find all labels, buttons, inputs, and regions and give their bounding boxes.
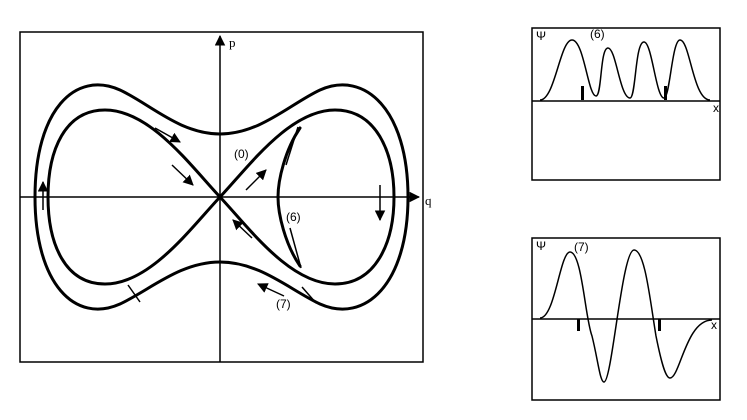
arrow-center-out (245, 169, 267, 191)
wave-top-state-label: (6) (590, 27, 605, 41)
wave-top-turning-point-2 (664, 86, 667, 100)
arrow-top (154, 127, 181, 143)
cross-stroke-2 (289, 227, 302, 269)
wave-bottom-turning-point-1 (577, 319, 580, 331)
cross-stroke-4 (301, 286, 317, 304)
cross-stroke-3 (127, 284, 141, 303)
arrow-bottom (257, 283, 285, 297)
wave-top-curve (539, 39, 711, 101)
label-orbit-0: (0) (234, 147, 249, 161)
separatrix-right (218, 108, 396, 286)
wavefunction-bottom-panel: Ψ x (7) (531, 237, 721, 401)
p-axis-label: p (229, 35, 236, 50)
cross-stroke-1 (285, 126, 299, 166)
phase-space-panel: p q (0) (6) (7) (19, 31, 432, 363)
wave-top-psi-label: Ψ (536, 29, 546, 43)
outer-orbit (33, 83, 410, 311)
separatrix-left (46, 108, 222, 286)
wave-top-frame (531, 27, 721, 181)
label-orbit-6: (6) (286, 210, 301, 224)
inner-orbit-right (276, 126, 302, 268)
wave-bottom-x-label: x (711, 318, 717, 332)
wavefunction-top-panel: Ψ x (6) (531, 27, 721, 181)
wave-bottom-state-label: (7) (574, 240, 589, 254)
arrow-lower-center (232, 219, 253, 239)
wave-top-turning-point-1 (581, 86, 584, 100)
wave-top-x-label: x (713, 101, 719, 115)
wave-bottom-psi-label: Ψ (536, 239, 546, 253)
label-orbit-7: (7) (276, 297, 291, 311)
wave-bottom-curve (539, 249, 713, 383)
arrow-center-in (171, 164, 194, 186)
wave-bottom-turning-point-2 (658, 319, 661, 331)
q-axis-label: q (425, 193, 432, 208)
